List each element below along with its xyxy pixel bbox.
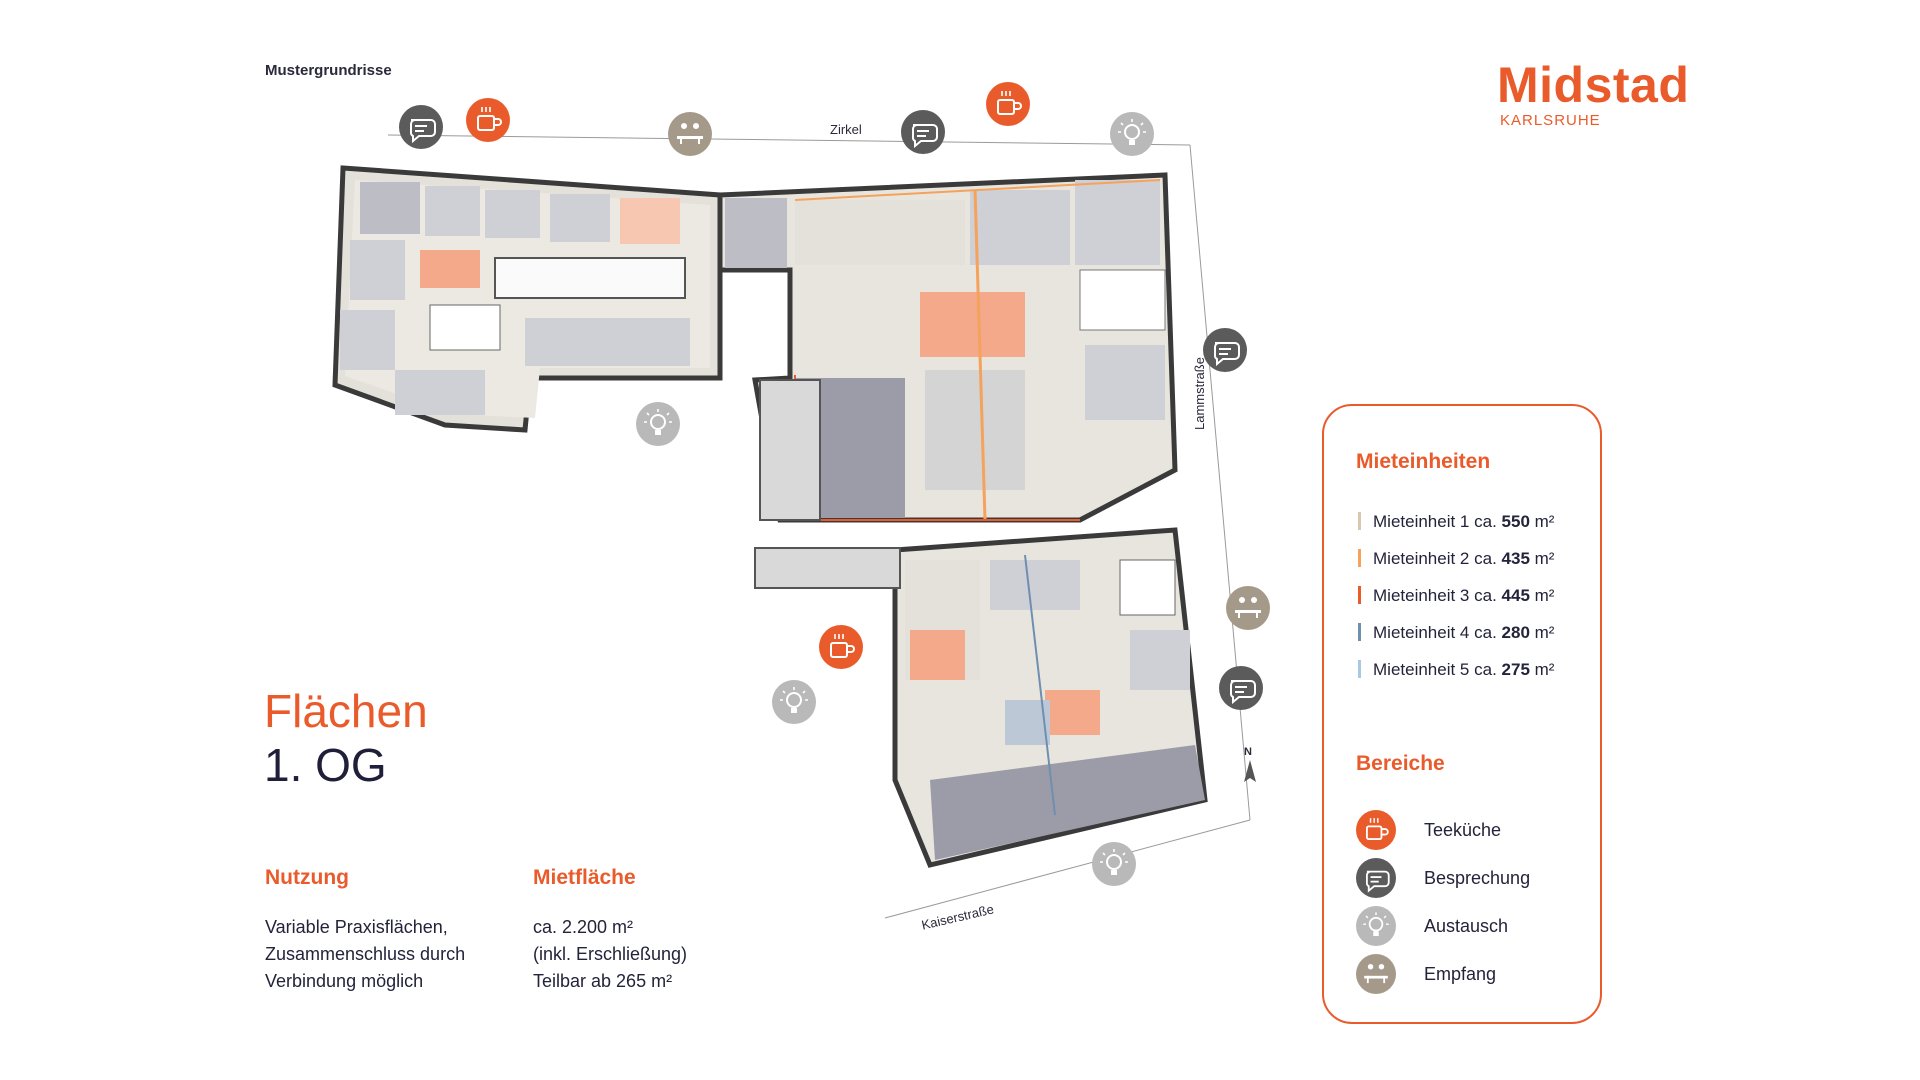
unit-prefix: Mieteinheit 3 ca. [1373,586,1497,605]
unit-unit: m² [1534,660,1555,679]
area-label: Teeküche [1424,820,1502,840]
brand-name: Midstad [1497,57,1690,113]
mietflaeche-line: ca. 2.200 m² [533,917,634,937]
wing-south [892,527,1208,868]
legend-panel: Mieteinheiten Mieteinheit 1 ca. 550 m² M… [1322,404,1602,1024]
unit-value: 445 [1501,586,1530,605]
lightbulb-icon [1356,906,1396,946]
unit-color-bar [1358,586,1361,604]
unit-prefix: Mieteinheit 4 ca. [1373,623,1497,642]
speech-bubble-icon [901,110,945,154]
eyebrow-label: Mustergrundrisse [265,62,392,79]
wing-west [332,165,723,433]
nutzung-line: Variable Praxisflächen, [265,917,448,937]
lightbulb-icon [772,680,816,724]
unit-value: 550 [1501,512,1530,531]
speech-bubble-icon [1356,858,1396,898]
page-subtitle: 1. OG [264,739,387,791]
units-heading: Mieteinheiten [1356,450,1491,473]
unit-prefix: Mieteinheit 5 ca. [1373,660,1497,679]
reception-desk-icon [1226,586,1270,630]
stair-core [759,379,821,521]
area-row: Besprechung [1356,858,1596,898]
lightbulb-icon [1092,842,1136,886]
coffee-cup-icon [819,625,863,669]
coffee-cup-icon [986,82,1030,126]
mietflaeche-line: (inkl. Erschließung) [533,944,688,964]
unit-prefix: Mieteinheit 2 ca. [1373,549,1497,568]
area-row: Teeküche [1356,810,1596,850]
north-arrow-label: N [1244,746,1252,758]
unit-unit: m² [1534,623,1555,642]
area-label: Besprechung [1424,868,1531,888]
unit-color-bar [1358,512,1361,530]
unit-value: 280 [1501,623,1530,642]
unit-value: 275 [1501,660,1530,679]
mietflaeche-heading: Mietfläche [533,866,636,889]
brand-logo: Midstad KARLSRUHE [1497,60,1689,129]
area-row: Austausch [1356,906,1596,946]
nutzung-line: Verbindung möglich [265,971,424,991]
nutzung-heading: Nutzung [265,866,349,889]
stair-core-south [754,547,901,589]
unit-row: Mieteinheit 3 ca. 445 m² [1358,586,1554,606]
unit-unit: m² [1534,586,1555,605]
unit-unit: m² [1534,549,1555,568]
reception-desk-icon [1356,954,1396,994]
reception-desk-icon [668,112,712,156]
mietflaeche-line: Teilbar ab 265 m² [533,971,673,991]
unit-row: Mieteinheit 5 ca. 275 m² [1358,660,1554,680]
coffee-cup-icon [466,98,510,142]
unit-row: Mieteinheit 1 ca. 550 m² [1358,512,1554,532]
north-arrow [1244,760,1256,782]
unit-color-bar [1358,660,1361,678]
unit-row: Mieteinheit 2 ca. 435 m² [1358,549,1554,569]
unit-row: Mieteinheit 4 ca. 280 m² [1358,623,1554,643]
street-north-label: Zirkel [830,122,862,137]
unit-color-bar [1358,549,1361,567]
speech-bubble-icon [399,105,443,149]
page-title: Flächen [264,685,428,737]
mietflaeche-section: Mietfläche ca. 2.200 m² (inkl. Erschließ… [533,866,687,995]
areas-heading: Bereiche [1356,752,1445,775]
unit-value: 435 [1501,549,1530,568]
brand-city: KARLSRUHE [1500,112,1601,129]
lightbulb-icon [636,402,680,446]
nutzung-section: Nutzung Variable Praxisflächen, Zusammen… [265,866,465,995]
lightbulb-icon [1110,112,1154,156]
area-row: Empfang [1356,954,1596,994]
area-label: Empfang [1424,964,1497,984]
unit-unit: m² [1534,512,1555,531]
coffee-cup-icon [1356,810,1396,850]
unit-color-bar [1358,623,1361,641]
nutzung-line: Zusammenschluss durch [265,944,466,964]
unit-prefix: Mieteinheit 1 ca. [1373,512,1497,531]
area-label: Austausch [1424,916,1509,936]
speech-bubble-icon [1203,328,1247,372]
speech-bubble-icon [1219,666,1263,710]
